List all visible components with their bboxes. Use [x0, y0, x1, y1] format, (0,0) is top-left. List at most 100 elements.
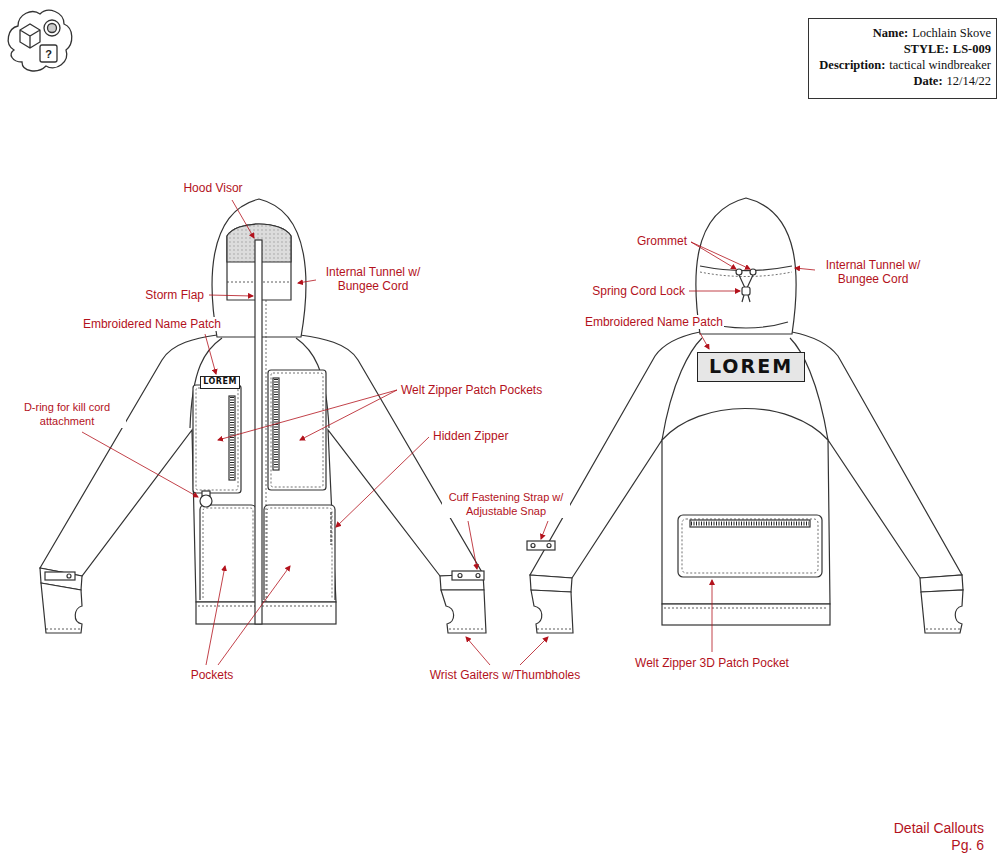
field-value: tactical windbreaker — [889, 58, 991, 72]
title-row: Date: 12/14/22 — [814, 73, 991, 89]
back-jacket-part — [547, 544, 551, 548]
field-label: STYLE: — [904, 42, 949, 56]
callout-label: Hidden Zipper — [432, 429, 509, 443]
logo-part — [48, 24, 57, 33]
leader-lines-part — [689, 291, 740, 292]
leader-lines-part — [691, 242, 736, 269]
back-jacket-part — [742, 295, 750, 302]
callout-label: Internal Tunnel w/ Bungee Cord — [817, 258, 929, 286]
leader-lines-part — [468, 521, 477, 569]
title-row: Description: tactical windbreaker — [814, 57, 991, 73]
front-jacket-part — [264, 505, 335, 600]
leader-lines-part — [82, 432, 198, 497]
leader-lines-part — [206, 566, 225, 665]
front-jacket-part — [198, 606, 334, 607]
front-jacket-part — [452, 571, 484, 580]
leader-lines-part — [712, 580, 713, 652]
front-jacket-part — [441, 590, 486, 633]
leader-lines-part — [232, 200, 254, 238]
logo-part — [40, 45, 57, 62]
back-jacket-part — [700, 272, 792, 277]
back-jacket-part — [920, 575, 963, 592]
patch-text: LOREM — [698, 353, 804, 380]
back-jacket-part — [537, 629, 572, 630]
back-jacket-part — [691, 522, 809, 526]
back-jacket-part — [696, 198, 796, 334]
front-jacket-part — [440, 574, 484, 590]
back-jacket-part — [662, 604, 830, 625]
back-jacket-part — [921, 590, 963, 633]
callout-label: Welt Zipper 3D Patch Pocket — [634, 656, 790, 670]
front-jacket-part — [203, 508, 253, 598]
leader-lines-part — [205, 334, 216, 374]
front-jacket-part — [193, 385, 241, 493]
back-jacket-part — [527, 541, 555, 550]
callout-label: Wrist Gaiters w/Thumbholes — [429, 668, 582, 682]
title-block: Name:Lochlain SkoveSTYLE:LS-009Descripti… — [808, 18, 997, 99]
leader-lines-part — [520, 637, 548, 665]
leader-lines-part — [795, 268, 815, 270]
back-jacket — [527, 198, 963, 633]
field-label: Date: — [913, 74, 942, 88]
leader-lines-part — [218, 390, 397, 440]
leader-lines-part — [300, 390, 397, 440]
callout-label: Hood Visor — [182, 181, 243, 195]
front-jacket-part — [67, 574, 71, 578]
back-jacket-part — [662, 409, 828, 441]
front-jacket-part — [266, 300, 267, 602]
front-jacket-part — [46, 629, 80, 630]
callout-label: Pockets — [190, 668, 235, 682]
leader-lines-part — [209, 295, 253, 296]
back-jacket-part — [700, 266, 792, 271]
back-jacket-part — [531, 590, 573, 633]
back-jacket-part — [736, 269, 742, 275]
back-jacket-part — [662, 338, 702, 440]
front-jacket-part — [449, 629, 485, 630]
field-value: 12/14/22 — [947, 74, 991, 88]
page-number: Pg. 6 — [950, 837, 985, 854]
title-row: Name: Lochlain Skove — [814, 25, 991, 41]
logo-part — [8, 10, 72, 71]
front-jacket-part — [255, 240, 262, 624]
callout-label: Cuff Fastening Strap w/ Adjustable Snap — [442, 490, 570, 518]
logo — [8, 10, 72, 71]
leader-lines-part — [218, 566, 290, 665]
back-jacket-part — [690, 520, 810, 527]
front-jacket-part — [196, 388, 238, 490]
front-jacket-part — [200, 495, 212, 507]
name-patch: LOREM — [697, 352, 805, 382]
callout-label: Spring Cord Lock — [591, 284, 686, 298]
front-jacket-part — [45, 572, 75, 580]
back-jacket-part — [739, 275, 753, 288]
front-jacket-part — [458, 574, 462, 578]
front-jacket-part — [330, 512, 331, 545]
back-jacket-part — [530, 575, 572, 592]
back-jacket-part — [742, 287, 750, 295]
front-jacket-part — [229, 396, 235, 480]
leader-lines — [82, 200, 815, 665]
callout-label: Embroidered Name Patch — [82, 317, 222, 331]
front-jacket-part — [271, 373, 323, 487]
leader-lines-part — [541, 521, 548, 539]
name-patch: LOREM — [200, 376, 240, 389]
callout-label: D-ring for kill cord attachment — [8, 400, 126, 428]
callout-label: Grommet — [636, 234, 688, 248]
leader-lines-part — [691, 242, 750, 269]
callout-label: Internal Tunnel w/ Bungee Cord — [317, 265, 429, 293]
back-jacket-part — [664, 608, 828, 609]
field-label: Description: — [819, 58, 885, 72]
front-jacket-part — [476, 574, 480, 578]
page-caption: Detail Callouts — [893, 820, 985, 837]
field-label: Name: — [873, 26, 908, 40]
callout-label: Embroidered Name Patch — [584, 315, 724, 329]
front-jacket-part — [268, 370, 326, 490]
leader-lines-part — [700, 333, 709, 349]
back-jacket-part — [750, 269, 756, 275]
front-jacket-part — [200, 505, 256, 600]
field-value: Lochlain Skove — [912, 26, 991, 40]
patch-text: LOREM — [201, 377, 239, 387]
logo-part — [20, 24, 40, 48]
back-jacket-part — [926, 629, 960, 630]
callout-label: Welt Zipper Patch Pockets — [400, 383, 543, 397]
